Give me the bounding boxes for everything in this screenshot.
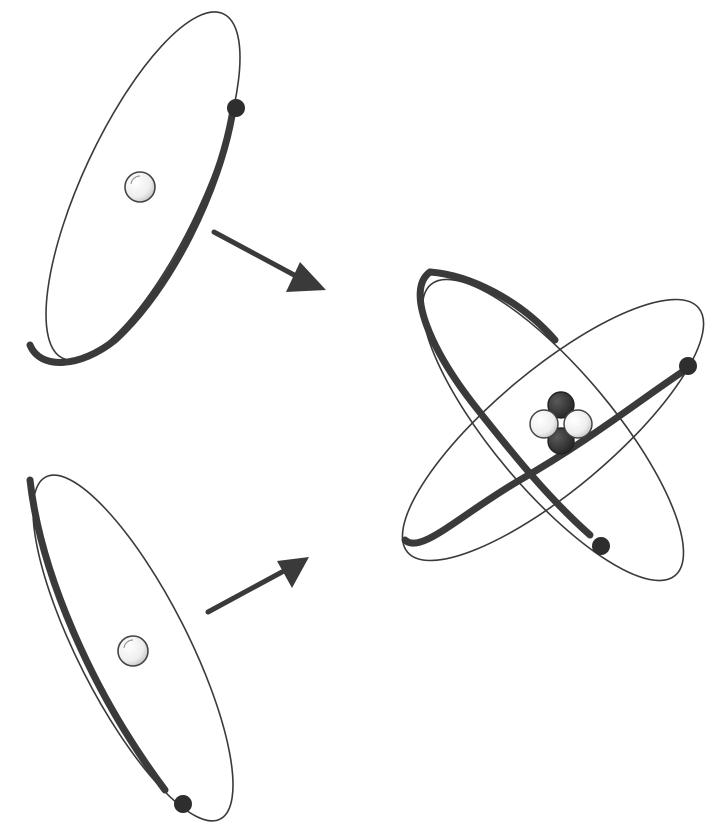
- proton-sphere-icon: [125, 172, 155, 202]
- atom-top-left: [8, 0, 277, 384]
- proton-sphere-icon: [564, 410, 592, 438]
- proton-sphere-icon: [530, 410, 558, 438]
- electron-dot-icon: [174, 795, 192, 813]
- atom-combined: [369, 246, 728, 614]
- arrow-right-icon: [208, 557, 309, 612]
- orbit-front-arc: [430, 272, 555, 340]
- atom-bottom-left: [0, 452, 269, 834]
- electron-dot-icon: [592, 537, 610, 555]
- orbit-front-arc: [30, 110, 233, 362]
- orbit-front-arc: [30, 480, 165, 790]
- arrow-right-icon: [214, 232, 326, 292]
- electron-dot-icon: [227, 99, 245, 117]
- electron-dot-icon: [679, 357, 697, 375]
- proton-sphere-icon: [118, 636, 148, 666]
